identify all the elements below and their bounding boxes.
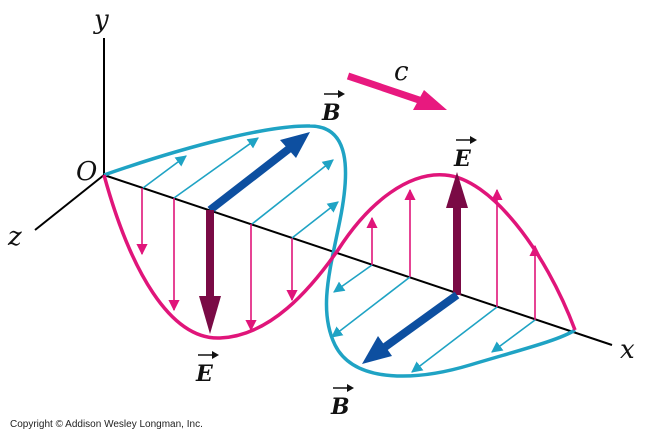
copyright-text: Copyright © Addison Wesley Longman, Inc. (10, 419, 203, 430)
origin-label: O (76, 157, 97, 187)
magnetic-wave-curve (103, 124, 576, 378)
x-axis (103, 174, 613, 346)
magnetic-vector-head (280, 132, 310, 158)
e-label-right: E (453, 146, 472, 172)
field-vectors (199, 132, 468, 364)
axes (34, 38, 613, 346)
x-axis-label: x (620, 335, 635, 365)
speed-label: c (394, 57, 409, 87)
electric-vector-head (199, 296, 221, 334)
magnetic-field-arrows (142, 137, 536, 373)
z-axis (34, 174, 105, 231)
b-label-top: B (321, 100, 341, 126)
electric-wave-curve (102, 173, 577, 340)
z-axis-label: z (7, 222, 22, 252)
e-label-bottom: E (195, 361, 214, 387)
y-axis-label: y (93, 5, 109, 35)
propagation-arrow (346, 72, 447, 110)
b-label-bottom: B (330, 394, 350, 420)
vector-labels (198, 90, 477, 392)
electric-field-arrows (136, 188, 541, 332)
